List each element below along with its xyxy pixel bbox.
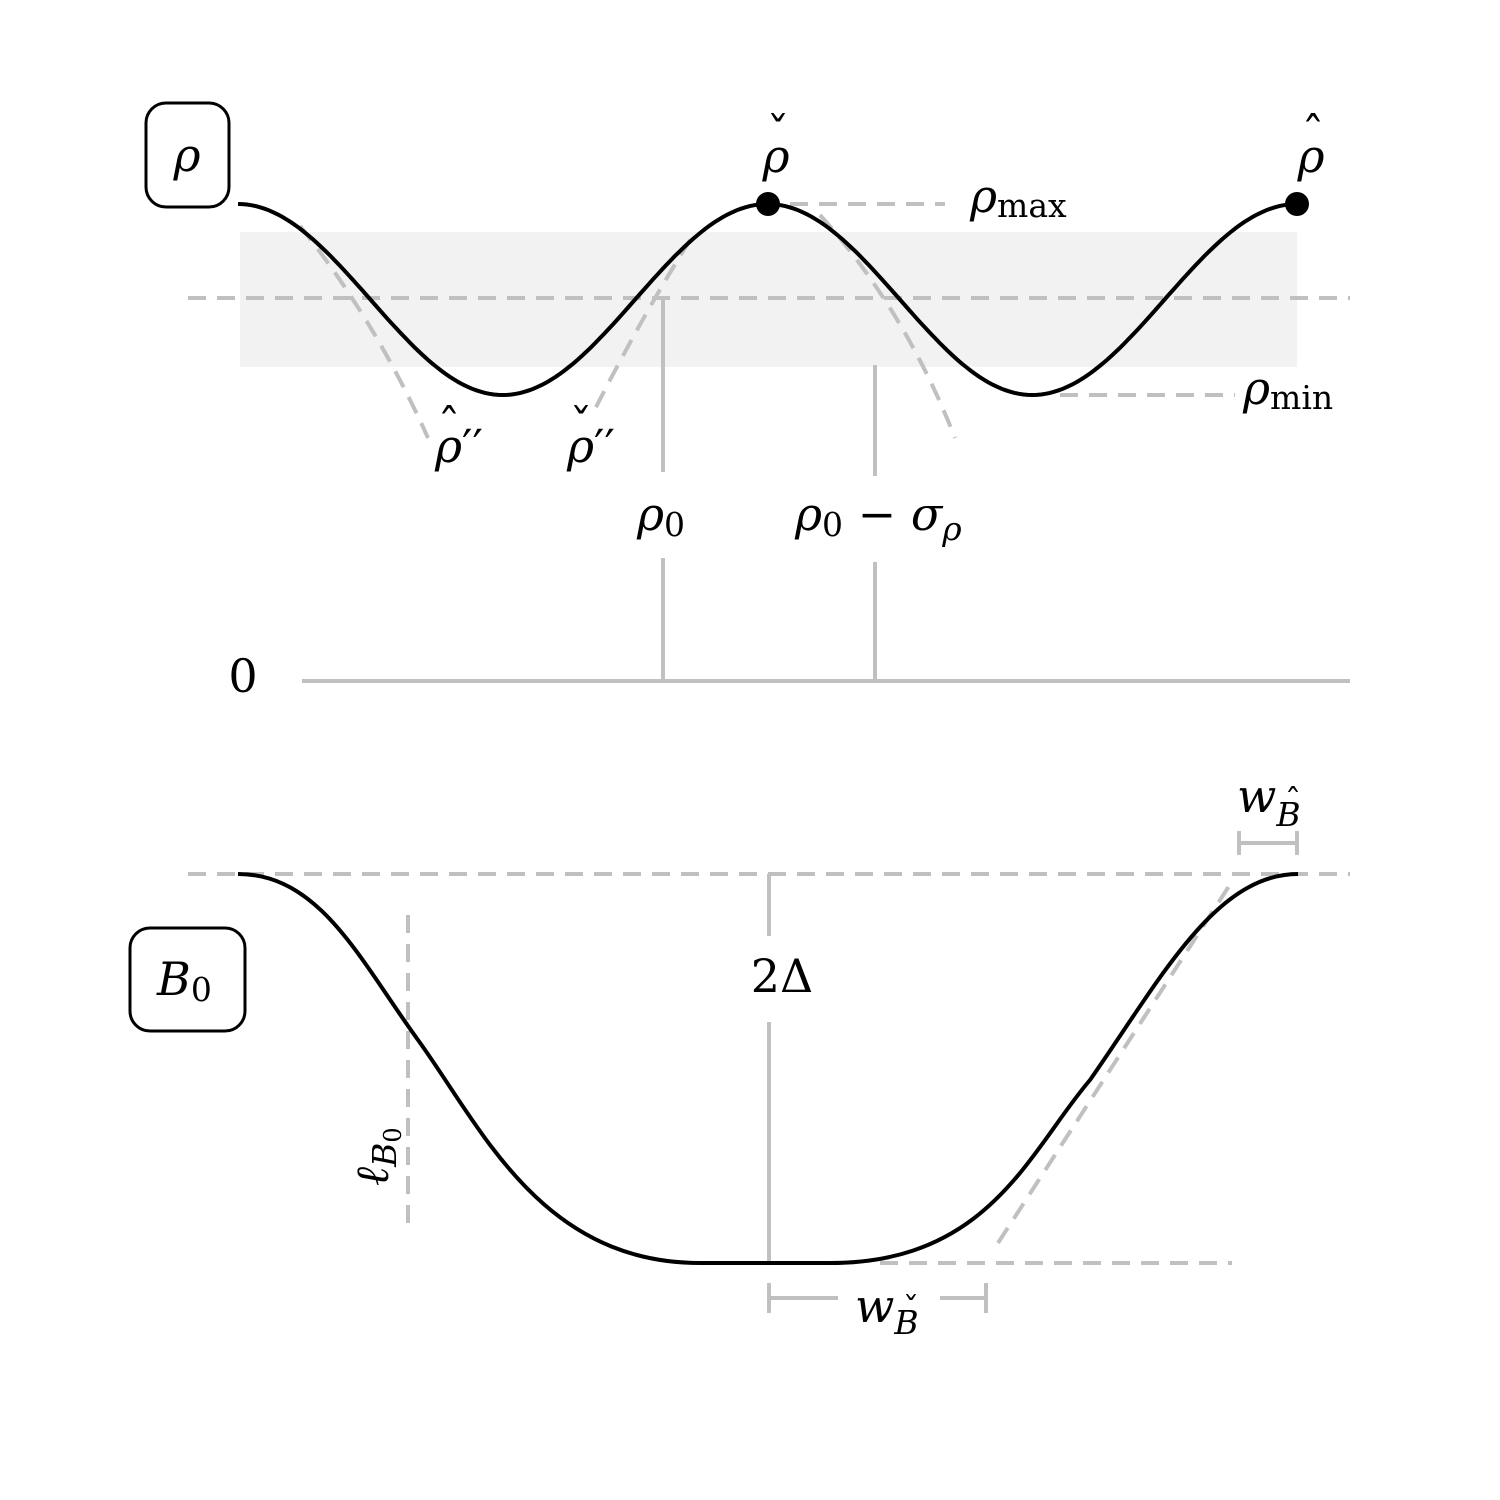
rho-check-pp-parabola-left [590,238,692,416]
b-tangent-guide [996,878,1235,1245]
rho-check-pp-label: ρ′′ [566,419,615,473]
w-hat-accent: ˆ [1285,781,1302,820]
rho-hat-label: ρ [1296,129,1324,183]
rho-check-accent: ˇ [767,107,790,161]
rho-max-label: ρmax [969,169,1067,225]
rho-check-label: ρ [761,129,789,183]
rho0-minus-sigma-label: ρ0 − σρ [794,487,962,548]
rho-hat-pp-accent: ˆ [438,399,461,453]
b0-label-box [128,926,247,1033]
b0-curve [237,872,1299,1265]
rho-hat-pp-parabola [298,224,430,439]
w-hat-label: wB [1237,769,1301,834]
w-check-label: wB [855,1279,919,1342]
ell-b0-label: ℓB0 [345,1127,407,1186]
delta-label: 2Δ [751,949,814,1003]
rho-min-label: ρmin [1242,361,1333,417]
rho-hat-pp-label: ρ′′ [434,419,483,473]
b0-box-label: B0 [156,952,212,1009]
rho-box-label: ρ [172,128,200,182]
rho-hat-accent: ˆ [1302,107,1325,161]
rho-check-point [756,192,780,216]
zero-label: 0 [228,649,257,703]
rho0-label: ρ0 [636,487,685,544]
rho-label-box [144,101,231,209]
rho-hat-point [1285,192,1309,216]
rho-check-pp-accent: ˇ [570,399,593,453]
w-check-accent: ˇ [903,1289,920,1328]
